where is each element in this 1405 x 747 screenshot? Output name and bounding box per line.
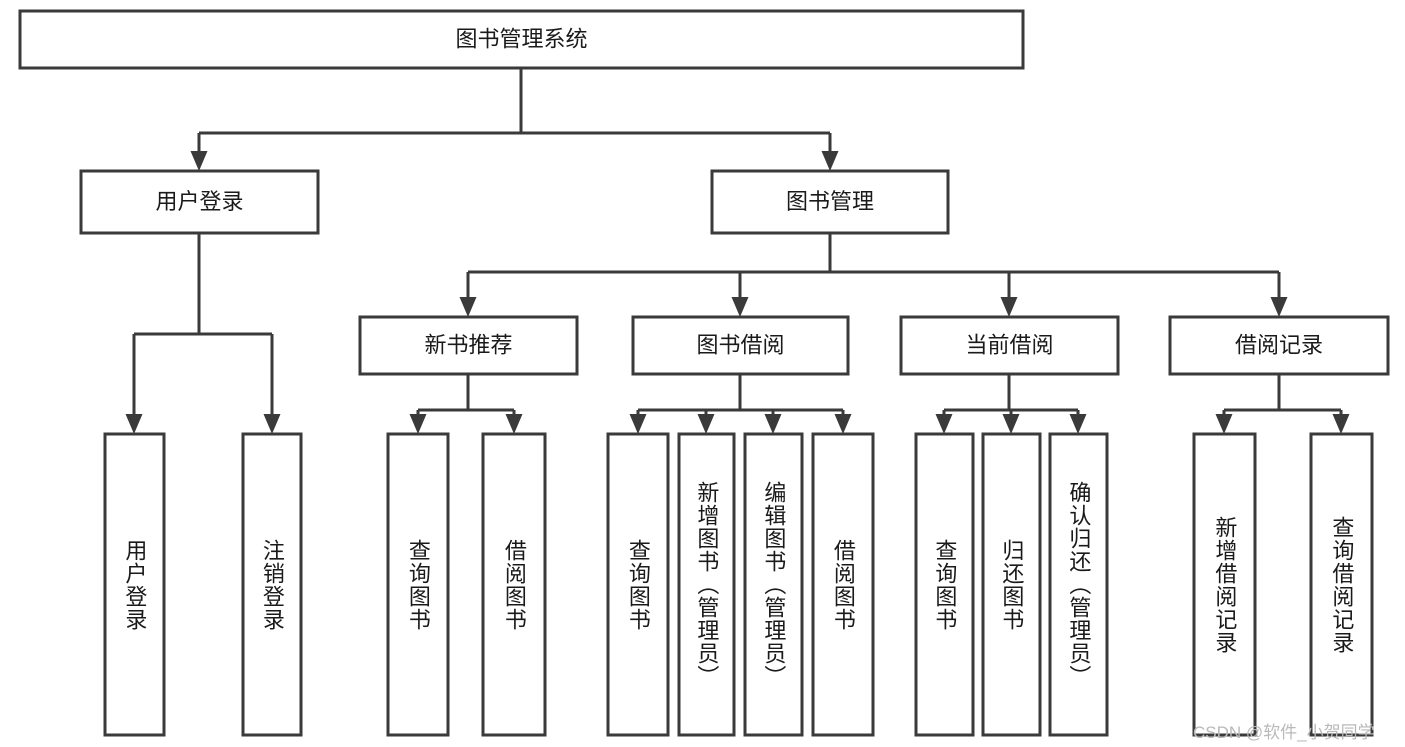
arrow-head-2 <box>1069 414 1087 434</box>
arrow-head-0 <box>935 414 953 434</box>
connector-group-bookmanage-to-level3 <box>459 233 1288 317</box>
arrow-head-0 <box>190 151 208 171</box>
connector-group-currentborrow-to-leaves <box>935 374 1087 434</box>
node-box-leaf-user-login[interactable] <box>103 432 166 737</box>
arrow-head-1 <box>1002 414 1020 434</box>
connector-group-root-to-level2 <box>190 68 839 171</box>
node-box-leaf-borrow-book-rec[interactable] <box>481 432 547 737</box>
arrow-head-0 <box>459 297 477 317</box>
csdn-watermark: CSDN @软件_小贺同学 <box>1193 723 1375 742</box>
node-box-leaf-query-book-borrow[interactable] <box>606 432 670 737</box>
arrow-head-1 <box>505 414 523 434</box>
node-label-user-login: 用户登录 <box>155 189 243 214</box>
connector-group-userlogin-to-leaves <box>125 233 281 434</box>
node-box-user-login[interactable] <box>79 169 320 235</box>
node-box-leaf-borrow-book[interactable] <box>811 432 875 737</box>
connector-group-newbookrec-to-leaves <box>409 374 523 434</box>
node-box-new-book-rec[interactable] <box>358 315 579 376</box>
arrow-head-1 <box>731 297 749 317</box>
node-box-book-borrow[interactable] <box>631 315 850 376</box>
connector-group-bookborrow-to-leaves <box>629 374 852 434</box>
node-box-leaf-query-book-current[interactable] <box>914 432 975 737</box>
node-label-book-manage: 图书管理 <box>786 189 874 214</box>
node-box-leaf-query-book-rec[interactable] <box>386 432 450 737</box>
arrow-head-0 <box>125 414 143 434</box>
arrow-head-2 <box>1000 297 1018 317</box>
node-box-leaf-return-book[interactable] <box>981 432 1042 737</box>
connector-group-borrowrecord-to-leaves <box>1215 374 1350 434</box>
arrow-head-1 <box>1332 414 1350 434</box>
node-box-leaf-logout[interactable] <box>241 432 303 737</box>
node-box-leaf-add-book-admin[interactable] <box>677 432 736 737</box>
node-label-root: 图书管理系统 <box>455 26 587 51</box>
arrow-head-1 <box>263 414 281 434</box>
node-box-leaf-add-borrow-record[interactable] <box>1192 432 1257 737</box>
arrow-head-0 <box>629 414 647 434</box>
arrow-head-0 <box>1215 414 1233 434</box>
node-box-root[interactable] <box>18 9 1025 70</box>
node-box-leaf-query-borrow-record[interactable] <box>1309 432 1374 737</box>
node-label-current-borrow: 当前借阅 <box>965 332 1053 357</box>
arrow-head-1 <box>821 151 839 171</box>
connectors-layer <box>125 68 1350 434</box>
arrow-head-1 <box>697 414 715 434</box>
node-box-borrow-record[interactable] <box>1168 315 1390 376</box>
node-box-leaf-confirm-return-admin[interactable] <box>1048 432 1109 737</box>
boxes-layer <box>18 9 1390 737</box>
node-label-book-borrow: 图书借阅 <box>696 332 784 357</box>
node-box-leaf-edit-book-admin[interactable] <box>743 432 804 737</box>
arrow-head-3 <box>834 414 852 434</box>
arrow-head-2 <box>764 414 782 434</box>
node-box-current-borrow[interactable] <box>899 315 1120 376</box>
arrow-head-0 <box>409 414 427 434</box>
arrow-head-3 <box>1270 297 1288 317</box>
node-box-book-manage[interactable] <box>710 169 950 235</box>
node-label-new-book-rec: 新书推荐 <box>424 332 512 357</box>
node-label-borrow-record: 借阅记录 <box>1235 332 1323 357</box>
